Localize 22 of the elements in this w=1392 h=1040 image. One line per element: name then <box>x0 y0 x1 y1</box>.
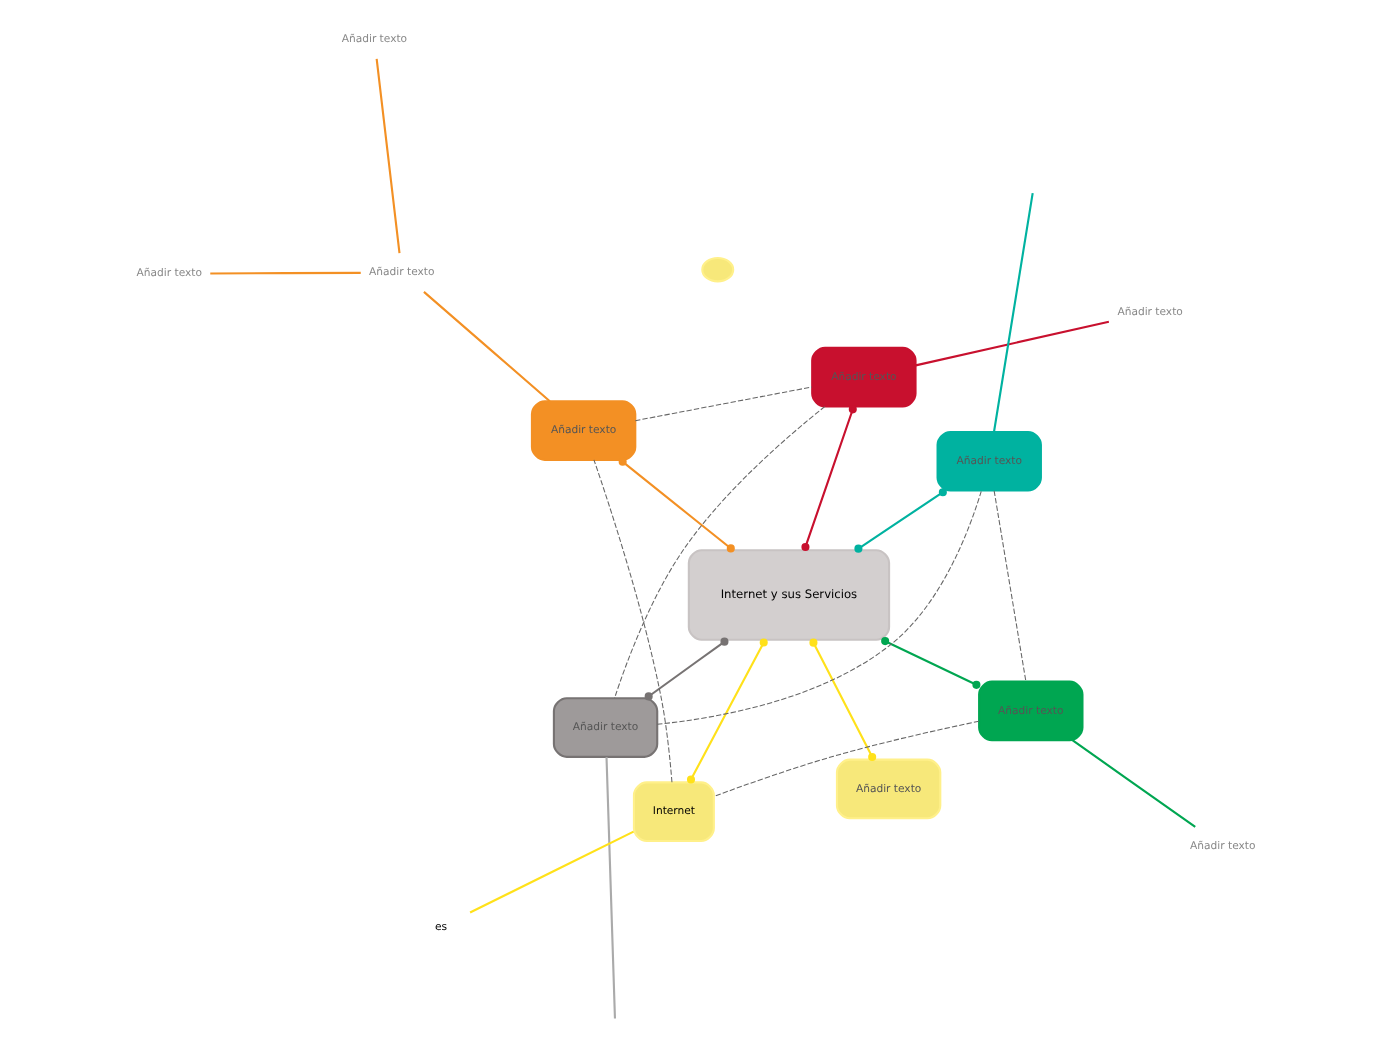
connector <box>469 830 635 914</box>
node-drop <box>701 256 735 283</box>
connector <box>1071 739 1196 828</box>
connector <box>992 193 1034 432</box>
connector <box>375 58 401 254</box>
connector <box>614 406 826 699</box>
connector <box>881 637 981 689</box>
connector <box>993 490 1027 682</box>
connector <box>854 488 947 553</box>
connector <box>618 457 735 553</box>
connector <box>713 720 980 797</box>
connector <box>605 757 617 1019</box>
connector <box>423 291 551 402</box>
connector <box>634 386 813 422</box>
connector <box>809 638 877 761</box>
connector <box>686 638 768 784</box>
connector <box>210 271 361 275</box>
connector <box>593 459 673 783</box>
connector <box>915 320 1110 367</box>
connector <box>801 405 857 552</box>
connector <box>644 637 729 701</box>
connector <box>656 490 982 725</box>
